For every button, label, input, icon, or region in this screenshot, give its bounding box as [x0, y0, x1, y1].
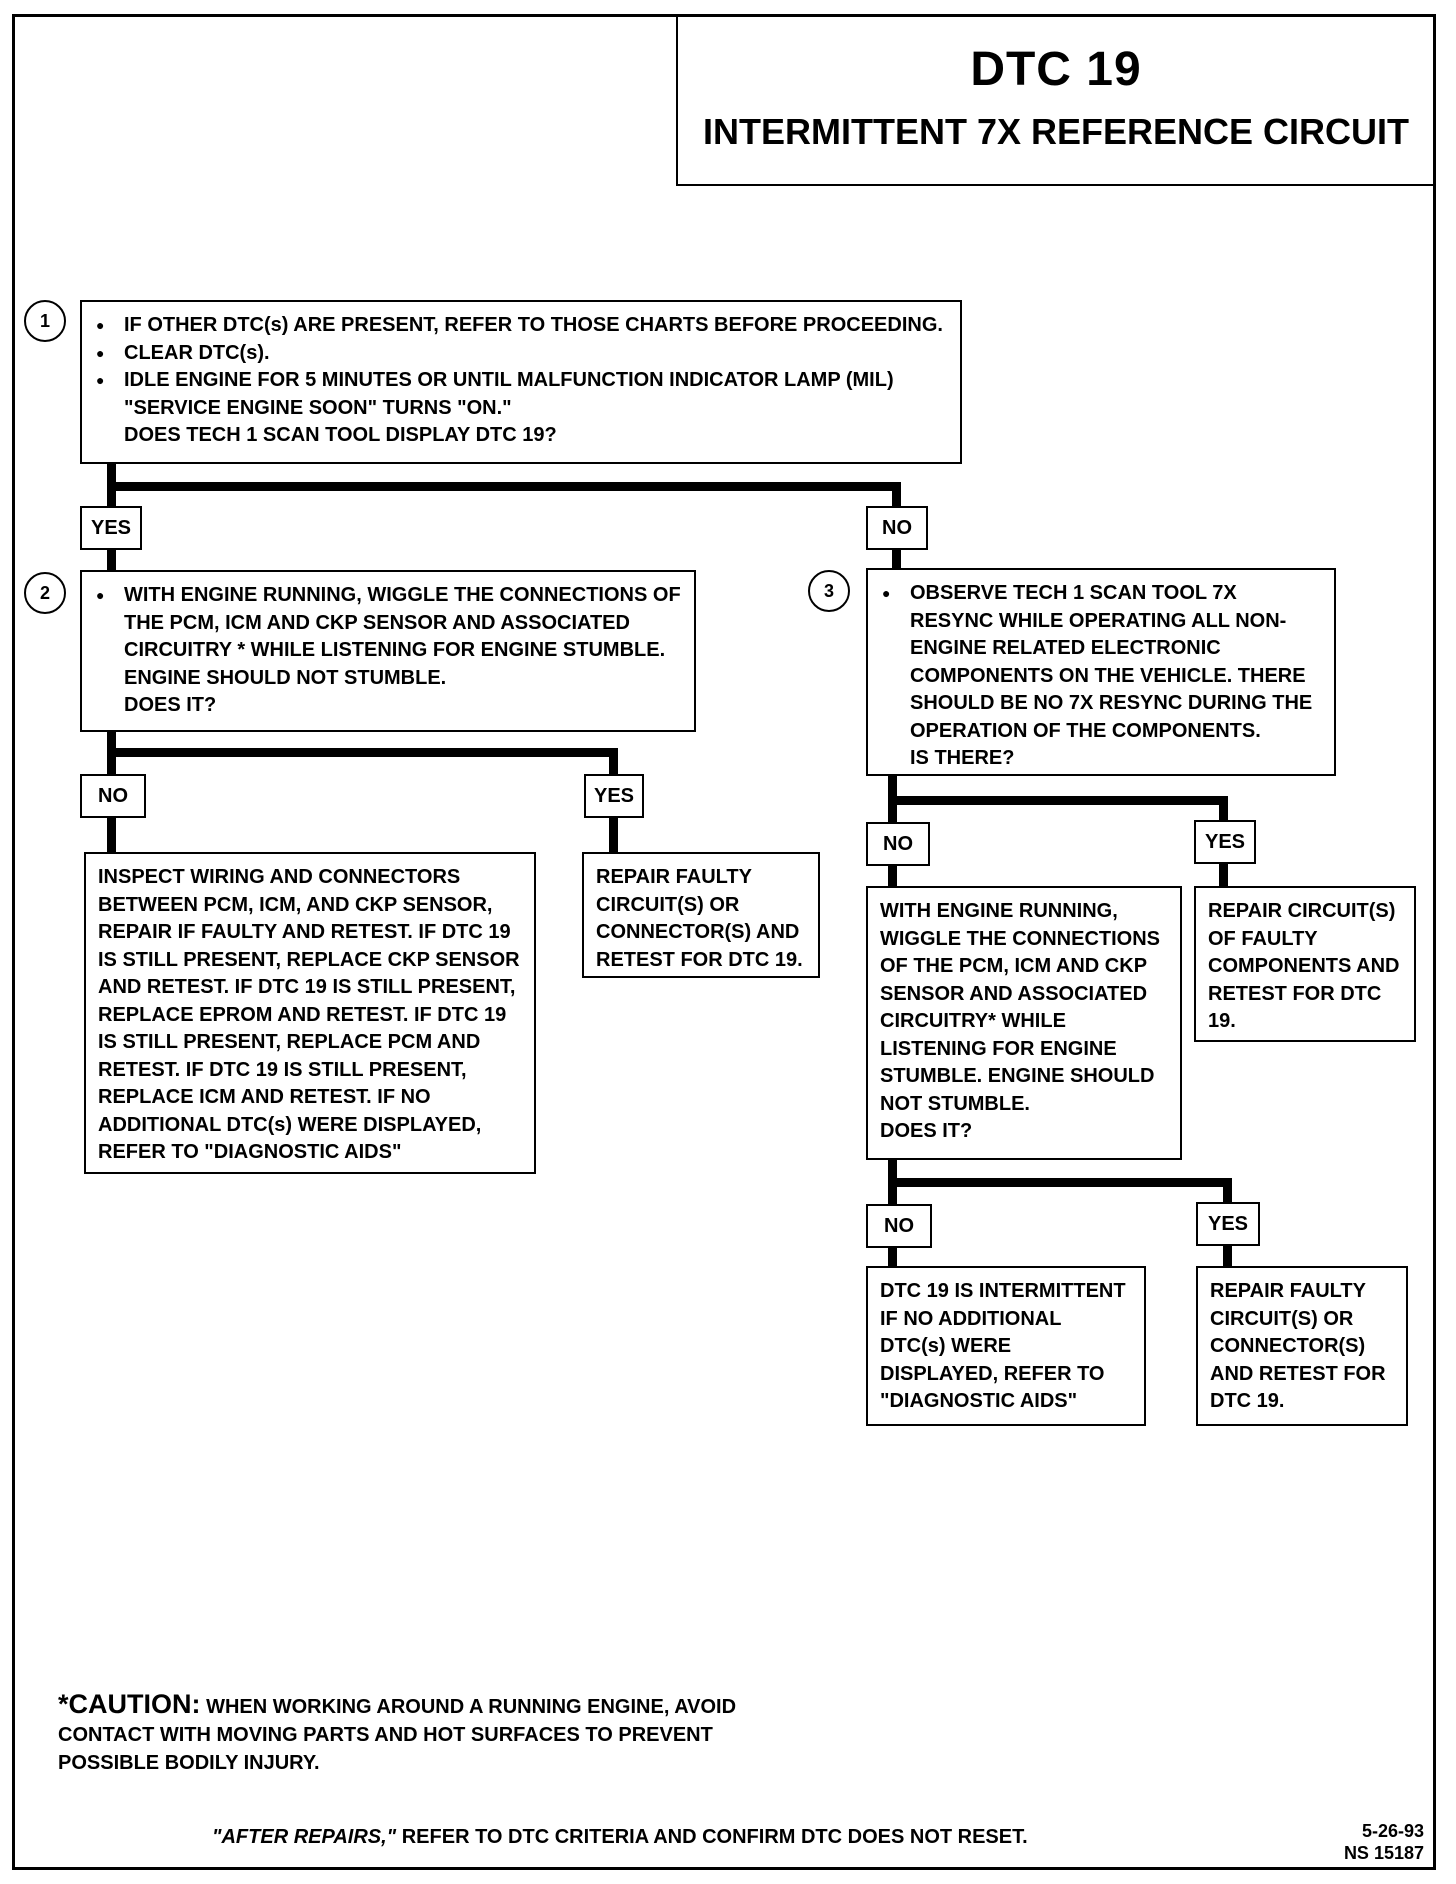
- step-3-sub-no-label: NO: [866, 1204, 932, 1248]
- caution-note: *CAUTION: WHEN WORKING AROUND A RUNNING …: [58, 1690, 818, 1777]
- step-3-yes-label: YES: [1194, 820, 1256, 864]
- connector-line: [107, 748, 618, 757]
- step-2-question: DOES IT?: [124, 694, 217, 716]
- connector-line: [1223, 1178, 1232, 1204]
- connector-line: [609, 748, 618, 776]
- stamp-code: NS 15187: [1343, 1843, 1424, 1863]
- footer-note: "AFTER REPAIRS," REFER TO DTC CRITERIA A…: [212, 1826, 1028, 1849]
- footer-after-repairs: "AFTER REPAIRS,": [212, 1826, 397, 1848]
- connector-line: [892, 482, 901, 508]
- step-2-number: 2: [24, 572, 66, 614]
- connector-line: [888, 796, 1228, 805]
- footer-text: REFER TO DTC CRITERIA AND CONFIRM DTC DO…: [396, 1826, 1028, 1848]
- step-1-question: DOES TECH 1 SCAN TOOL DISPLAY DTC 19?: [124, 424, 557, 446]
- step-1-bullet-2: CLEAR DTC(s).: [94, 340, 948, 368]
- connector-line: [892, 550, 901, 570]
- step-1-bullet-1: IF OTHER DTC(s) ARE PRESENT, REFER TO TH…: [94, 312, 948, 340]
- step-2-no-label: NO: [80, 774, 146, 818]
- title-dtc: DTC 19: [970, 43, 1142, 96]
- step-1-yes-label: YES: [80, 506, 142, 550]
- step-1-box: IF OTHER DTC(s) ARE PRESENT, REFER TO TH…: [80, 300, 962, 464]
- step-3-sub-no-result: DTC 19 IS INTERMITTENT IF NO ADDITIONAL …: [880, 1280, 1126, 1412]
- step-1-no-label: NO: [866, 506, 928, 550]
- step-3-yes-action-box: REPAIR CIRCUIT(S) OF FAULTY COMPONENTS A…: [1194, 886, 1416, 1042]
- connector-line: [888, 1248, 897, 1268]
- step-3-no-action-question: DOES IT?: [880, 1120, 973, 1142]
- step-3-question: IS THERE?: [910, 747, 1015, 769]
- step-3-no-label: NO: [866, 822, 930, 866]
- step-2-yes-action-box: REPAIR FAULTY CIRCUIT(S) OR CONNECTOR(S)…: [582, 852, 820, 978]
- caution-heading: *CAUTION:: [58, 1689, 201, 1719]
- step-1-number: 1: [24, 300, 66, 342]
- connector-line: [107, 482, 901, 491]
- step-3-no-action-box: WITH ENGINE RUNNING, WIGGLE THE CONNECTI…: [866, 886, 1182, 1160]
- connector-line: [107, 818, 116, 854]
- step-3-sub-yes-label: YES: [1196, 1202, 1260, 1246]
- connector-line: [1219, 796, 1228, 826]
- step-2-yes-label: YES: [584, 774, 644, 818]
- step-3-no-action-text: WITH ENGINE RUNNING, WIGGLE THE CONNECTI…: [880, 900, 1160, 1115]
- connector-line: [888, 1178, 1232, 1187]
- connector-line: [1219, 864, 1228, 888]
- caution-text: WHEN WORKING AROUND A RUNNING ENGINE, AV…: [58, 1696, 737, 1774]
- document-stamp: 5-26-93 NS 15187: [1320, 1820, 1424, 1864]
- title-description: INTERMITTENT 7X REFERENCE CIRCUIT: [702, 111, 1410, 152]
- connector-line: [1223, 1246, 1232, 1268]
- step-2-yes-action: REPAIR FAULTY CIRCUIT(S) OR CONNECTOR(S)…: [596, 866, 803, 971]
- connector-line: [609, 818, 618, 854]
- step-2-box: WITH ENGINE RUNNING, WIGGLE THE CONNECTI…: [80, 570, 696, 732]
- step-3-box: OBSERVE TECH 1 SCAN TOOL 7X RESYNC WHILE…: [866, 568, 1336, 776]
- step-3-sub-no-result-box: DTC 19 IS INTERMITTENT IF NO ADDITIONAL …: [866, 1266, 1146, 1426]
- step-2-bullet-1: WITH ENGINE RUNNING, WIGGLE THE CONNECTI…: [94, 582, 682, 692]
- title-box: DTC 19 INTERMITTENT 7X REFERENCE CIRCUIT: [676, 14, 1436, 186]
- connector-line: [888, 866, 897, 890]
- step-3-bullet-1: OBSERVE TECH 1 SCAN TOOL 7X RESYNC WHILE…: [880, 580, 1322, 745]
- step-2-no-action: INSPECT WIRING AND CONNECTORS BETWEEN PC…: [98, 866, 520, 1163]
- step-3-sub-yes-result-box: REPAIR FAULTY CIRCUIT(S) OR CONNECTOR(S)…: [1196, 1266, 1408, 1426]
- stamp-date: 5-26-93: [1361, 1821, 1424, 1841]
- step-1-bullet-3: IDLE ENGINE FOR 5 MINUTES OR UNTIL MALFU…: [94, 367, 948, 422]
- step-3-yes-action: REPAIR CIRCUIT(S) OF FAULTY COMPONENTS A…: [1208, 900, 1400, 1032]
- step-3-number: 3: [808, 570, 850, 612]
- step-3-sub-yes-result: REPAIR FAULTY CIRCUIT(S) OR CONNECTOR(S)…: [1210, 1280, 1386, 1412]
- step-2-no-action-box: INSPECT WIRING AND CONNECTORS BETWEEN PC…: [84, 852, 536, 1174]
- connector-line: [107, 550, 116, 570]
